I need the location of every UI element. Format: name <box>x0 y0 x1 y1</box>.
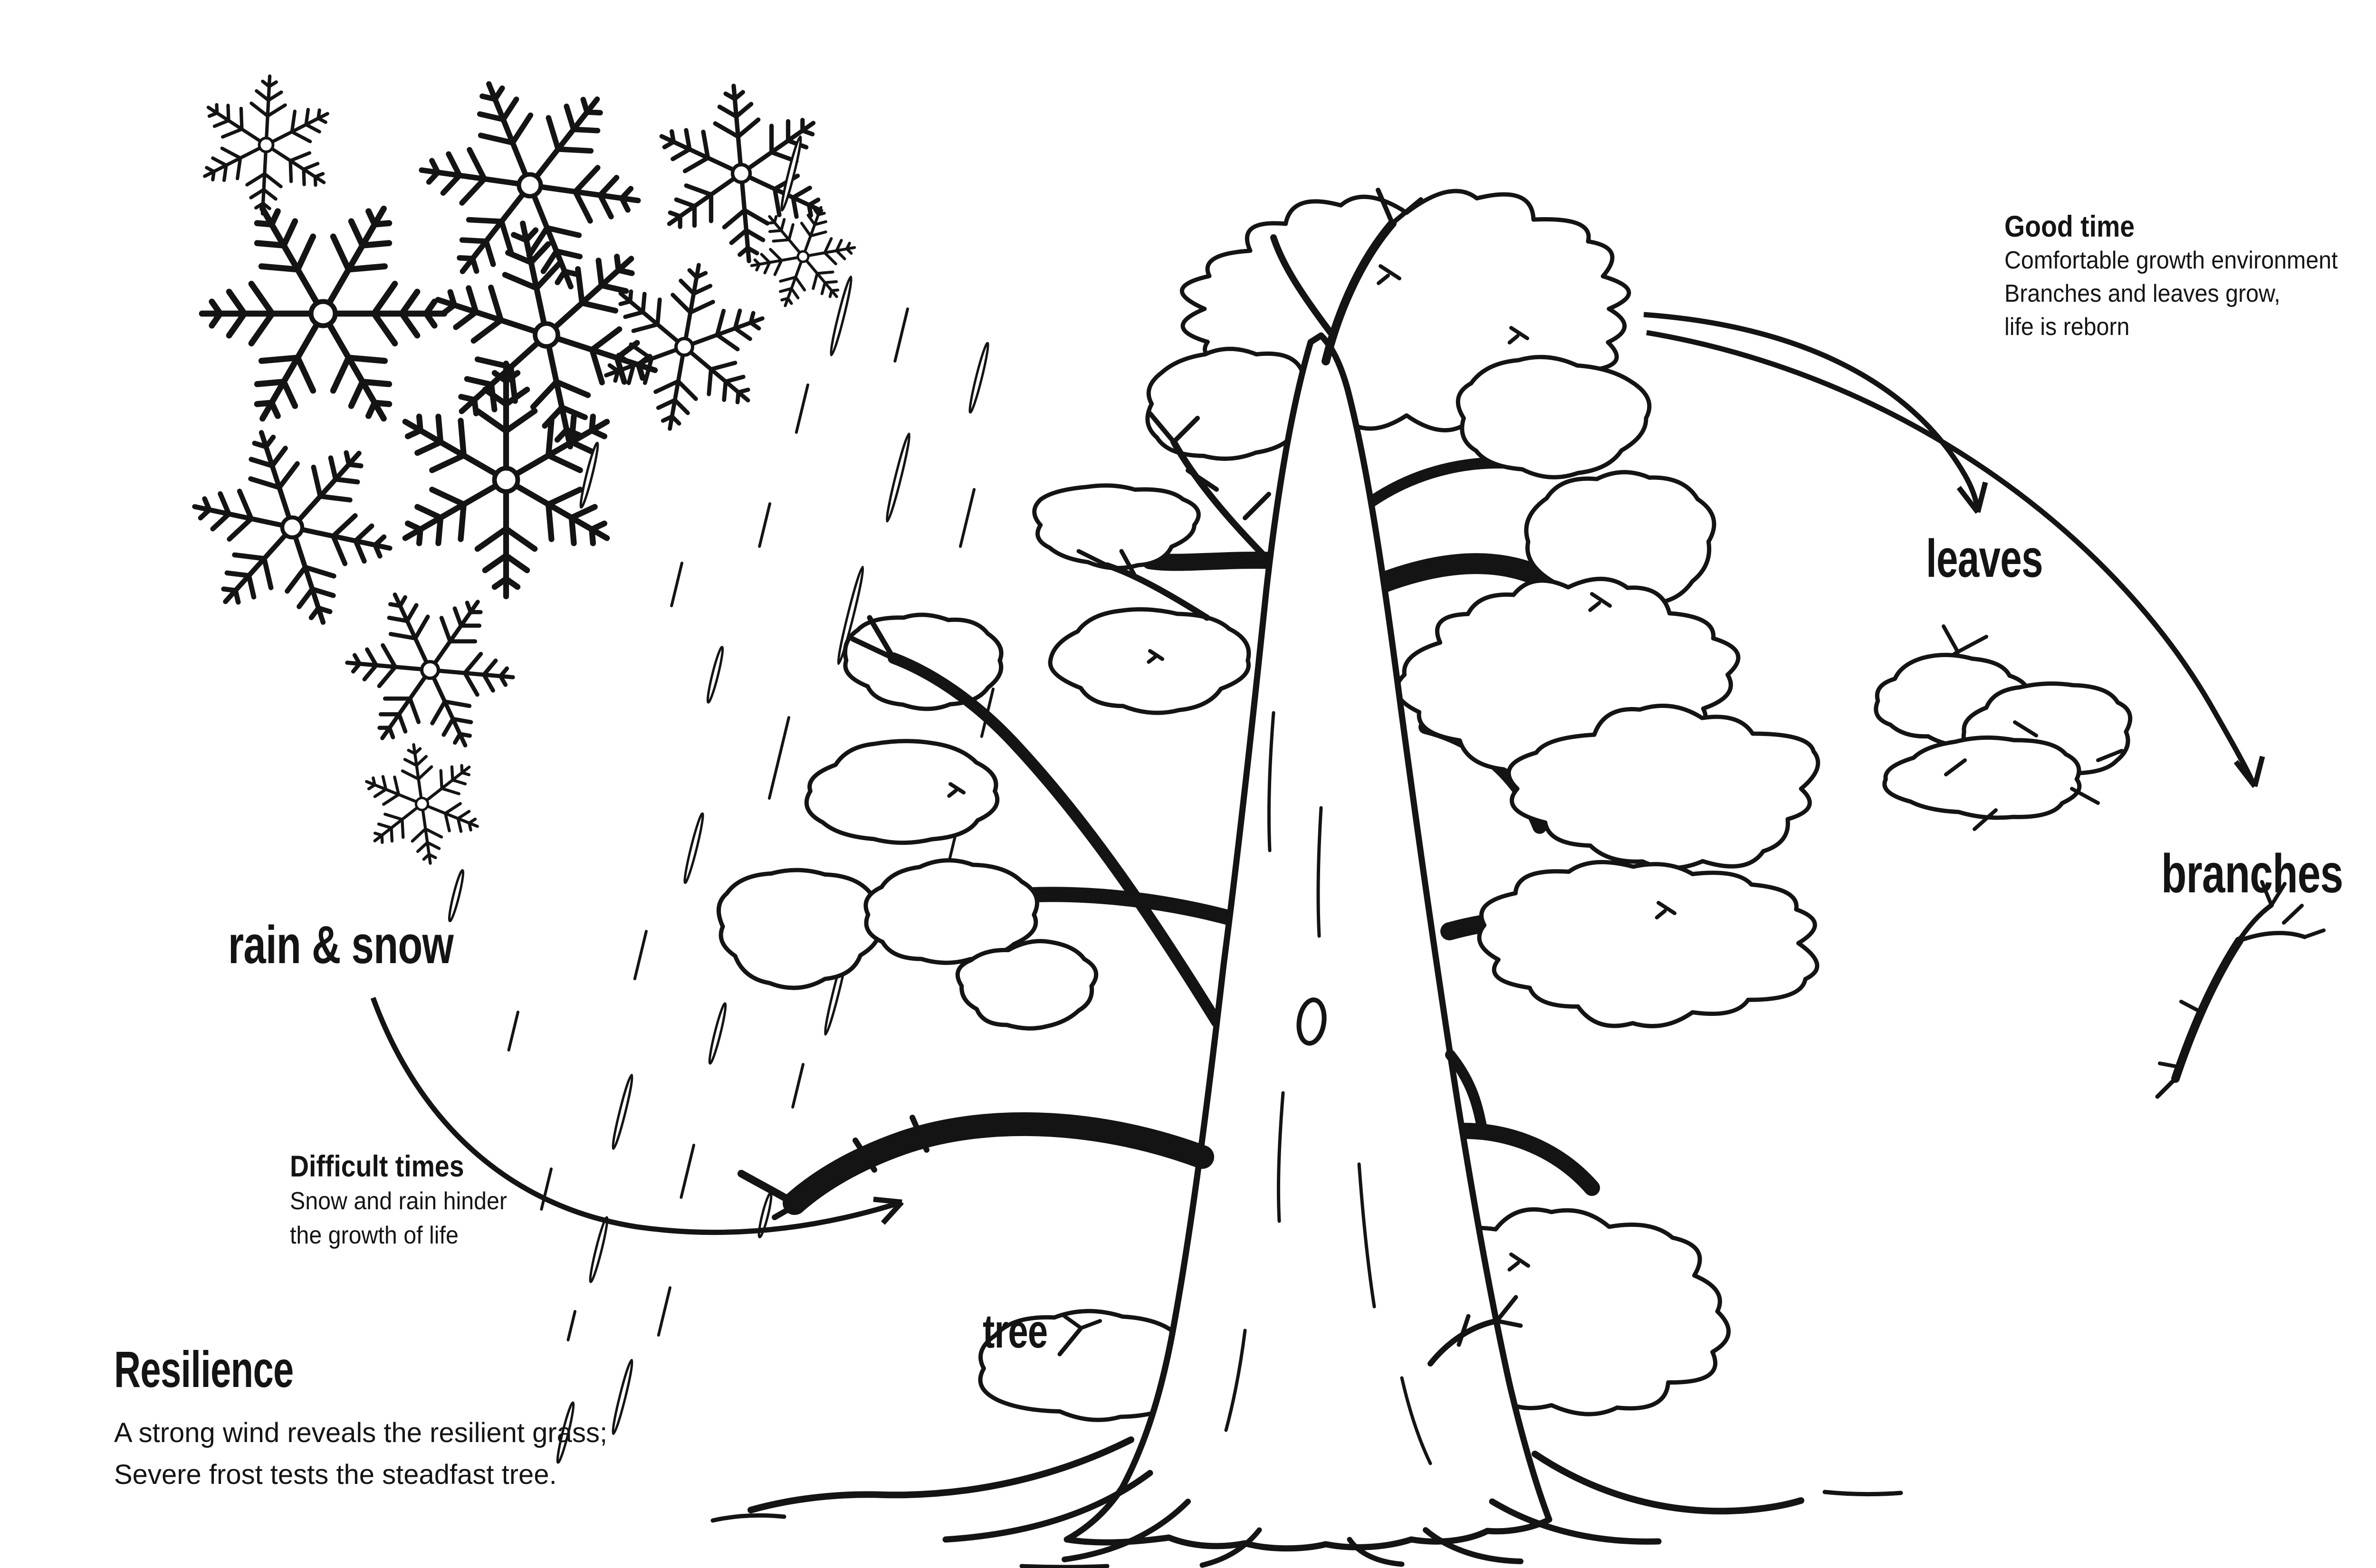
rain-snow-label: rain & snow <box>228 918 525 972</box>
rain-snow-label-text: rain & snow <box>228 915 454 975</box>
resilience-heading: Resilience <box>114 1340 294 1398</box>
leaves-label-text: leaves <box>1926 529 2043 588</box>
difficult-times-line-1: Snow and rain hinder <box>290 1187 508 1215</box>
tree-label: tree <box>983 1308 1068 1355</box>
resilience-line-1: A strong wind reveals the resilient gras… <box>114 1417 608 1448</box>
resilience-line-2: Severe frost tests the steadfast tree. <box>114 1459 557 1490</box>
good-time-to-branches-arrow <box>1646 330 2265 788</box>
branches-label: branches <box>2161 847 2376 901</box>
rain-snow-to-tree-arrow <box>370 997 904 1235</box>
difficult-times-annotation: Difficult times Snow and rain hinder the… <box>290 1152 523 1250</box>
difficult-times-line-2: the growth of life <box>290 1222 459 1249</box>
good-time-annotation: Good time Comfortable growth environment… <box>2004 212 2363 342</box>
tree-illustration <box>710 188 1903 1568</box>
rain-streaks-icon <box>448 135 995 1464</box>
tree-label-text: tree <box>983 1305 1048 1358</box>
good-time-heading: Good time <box>2004 210 2135 243</box>
leaves-cluster-illustration <box>1874 624 2133 831</box>
branches-label-text: branches <box>2161 843 2343 904</box>
good-time-to-leaves-arrow <box>1643 312 1988 514</box>
good-time-line-3: life is reborn <box>2004 313 2130 341</box>
resilience-annotation: Resilience A strong wind reveals the res… <box>114 1344 607 1496</box>
leaves-label: leaves <box>1926 532 2086 585</box>
bare-branch-illustration <box>2155 880 2326 1099</box>
snowflakes-icon <box>192 74 856 865</box>
resilience-body: A strong wind reveals the resilient gras… <box>114 1412 607 1496</box>
good-time-line-1: Comfortable growth environment <box>2004 247 2338 274</box>
good-time-line-2: Branches and leaves grow, <box>2004 280 2280 307</box>
difficult-times-heading: Difficult times <box>290 1150 464 1183</box>
